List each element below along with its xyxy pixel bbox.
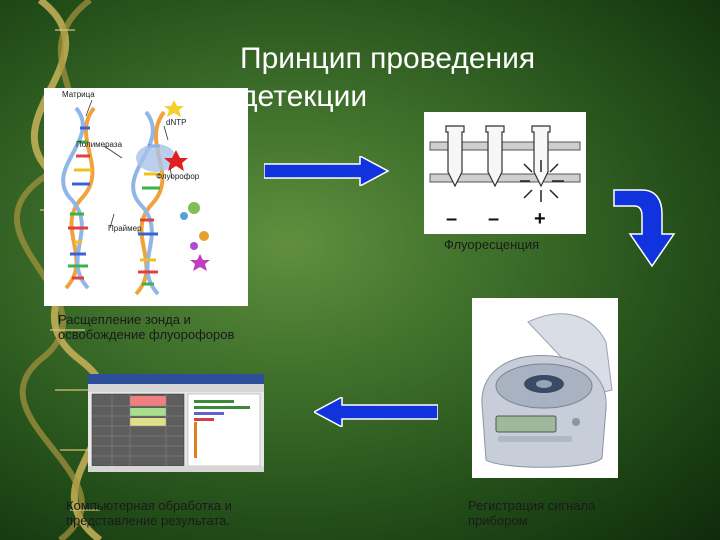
tube-sign-3: + [534, 208, 546, 230]
arrow-curved-down-icon [613, 189, 676, 268]
fluorescence-tubes-panel: – – + [424, 112, 586, 234]
label-primer: Праймер [108, 224, 142, 233]
fluorophore-red-icon [164, 150, 188, 171]
dna-probe-illustration [61, 99, 210, 296]
dna-probe-panel: Матрица dNTP Полимераза Флуорофор Прайме… [44, 88, 248, 306]
caption-device: Регистрация сигнала прибором [468, 498, 596, 528]
label-polymerase: Полимераза [76, 140, 123, 149]
slide-title: Принцип проведения детекции [240, 42, 536, 113]
label-matrix: Матрица [62, 90, 95, 99]
tube-sign-1: – [446, 208, 458, 230]
software-window-illustration [88, 374, 264, 472]
caption-software: Компьютерная обработка и представление р… [66, 498, 232, 528]
fluorescence-burst-icon [520, 160, 564, 202]
fluorophore-yellow-icon [164, 100, 184, 117]
pcr-device-panel [472, 298, 618, 478]
label-dntp: dNTP [166, 118, 187, 127]
software-screenshot-panel [88, 374, 264, 472]
arrow-left-icon [314, 397, 438, 427]
label-fluorophore: Флуорофор [156, 172, 200, 181]
arrow-right-icon [264, 156, 390, 186]
caption-fluorescence: Флуоресценция [444, 237, 540, 252]
tube-sign-2: – [488, 208, 500, 230]
pcr-tubes-illustration [429, 125, 581, 202]
pcr-device-illustration [481, 313, 613, 468]
caption-probe-cleavage: Расщепление зонда и освобождение флуороф… [58, 312, 235, 342]
